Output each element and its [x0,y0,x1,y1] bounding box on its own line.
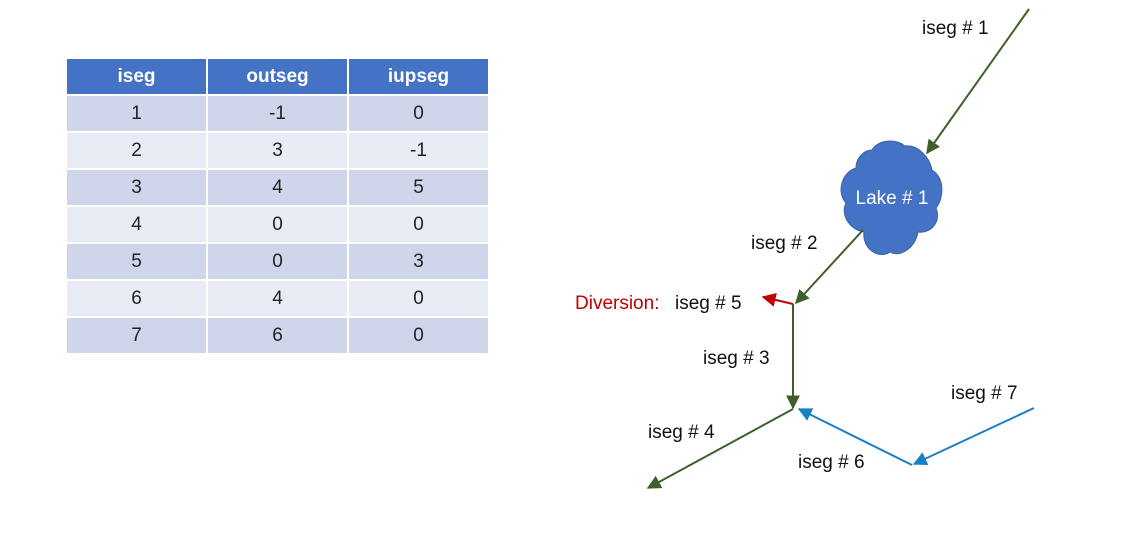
cell-iseg: 1 [65,94,208,133]
segment-1-line [926,8,1030,155]
cell-iupseg: 3 [347,242,490,281]
cell-iseg: 2 [65,131,208,170]
segment-6-line [797,408,913,466]
header-outseg: outseg [206,57,349,96]
cell-iseg: 6 [65,279,208,318]
cell-iseg: 4 [65,205,208,244]
cell-outseg: 4 [206,168,349,207]
cell-outseg: 4 [206,279,349,318]
table-row: 3 4 5 [65,168,490,207]
segment-7-line [912,407,1035,466]
cell-iupseg: 0 [347,205,490,244]
segment-6-label: iseg # 6 [798,452,865,473]
table-row: 5 0 3 [65,242,490,281]
segment-1-label: iseg # 1 [922,18,989,39]
cell-iupseg: 0 [347,94,490,133]
header-iseg: iseg [65,57,208,96]
lake-shape [840,140,943,255]
cell-outseg: 3 [206,131,349,170]
segment-4-line [646,408,794,489]
cell-outseg: 6 [206,316,349,355]
cell-iseg: 5 [65,242,208,281]
cell-outseg: 0 [206,242,349,281]
segment-7-label: iseg # 7 [951,383,1018,404]
cell-iseg: 7 [65,316,208,355]
cell-outseg: -1 [206,94,349,133]
lake-label: Lake # 1 [856,188,929,209]
segment-3-label: iseg # 3 [703,348,770,369]
segment-4-label: iseg # 4 [648,422,715,443]
segment-2-label: iseg # 2 [751,233,818,254]
table-row: 6 4 0 [65,279,490,318]
cell-iseg: 3 [65,168,208,207]
segment-5-label: iseg # 5 [675,293,742,314]
table-row: 7 6 0 [65,316,490,355]
diversion-label: Diversion: [575,293,659,314]
table-row: 2 3 -1 [65,131,490,170]
table-row: 1 -1 0 [65,94,490,133]
segment-5-diversion-line [761,293,794,307]
segment-2-line [795,229,864,305]
cell-iupseg: 0 [347,279,490,318]
header-iupseg: iupseg [347,57,490,96]
cell-outseg: 0 [206,205,349,244]
segment-table: iseg outseg iupseg 1 -1 0 2 3 -1 3 4 5 4… [65,57,490,355]
table-header-row: iseg outseg iupseg [65,57,490,96]
cell-iupseg: 0 [347,316,490,355]
cell-iupseg: -1 [347,131,490,170]
table-row: 4 0 0 [65,205,490,244]
cell-iupseg: 5 [347,168,490,207]
